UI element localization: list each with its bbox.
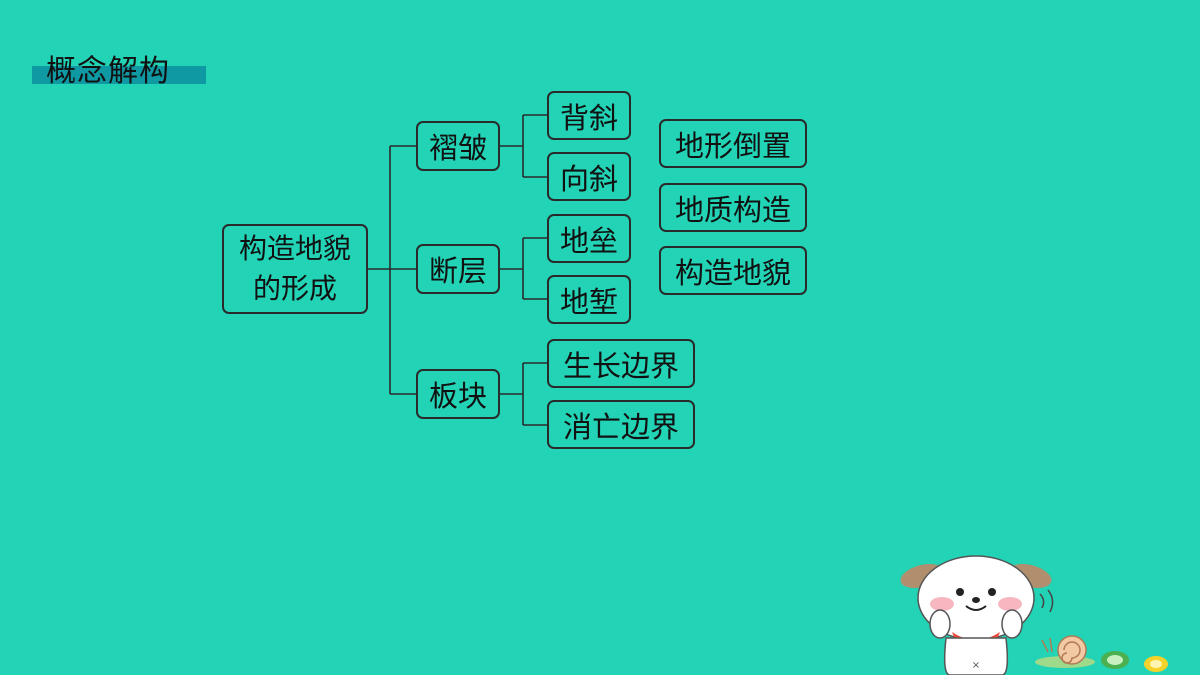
side-node-tectonic-landform: 构造地貌 [659, 246, 807, 295]
leaf-node-anticline: 背斜 [547, 91, 631, 140]
side-node-geologic-structure: 地质构造 [659, 183, 807, 232]
dog-cartoon-icon: × [900, 555, 1168, 675]
leaf-node-destructive-boundary: 消亡边界 [547, 400, 695, 449]
leaf-node-constructive-boundary: 生长边界 [547, 339, 695, 388]
leaf-node-syncline: 向斜 [547, 152, 631, 201]
root-node-line1: 构造地貌 [238, 232, 351, 265]
section-title-text: 概念解构 [46, 54, 170, 89]
root-node-line2: 的形成 [252, 272, 337, 305]
branch-node-fault: 断层 [416, 244, 500, 294]
svg-text:×: × [972, 660, 980, 671]
branch-node-plate: 板块 [416, 369, 500, 419]
leaf-node-graben: 地堑 [547, 275, 631, 324]
root-node: 构造地貌 的形成 [222, 224, 368, 314]
title-underline-bar [32, 66, 206, 84]
section-title: 概念解构 [32, 44, 208, 89]
branch-node-fold: 褶皱 [416, 121, 500, 171]
leaf-node-horst: 地垒 [547, 214, 631, 263]
side-node-relief-inversion: 地形倒置 [659, 119, 807, 168]
snail-icon [1035, 635, 1095, 668]
